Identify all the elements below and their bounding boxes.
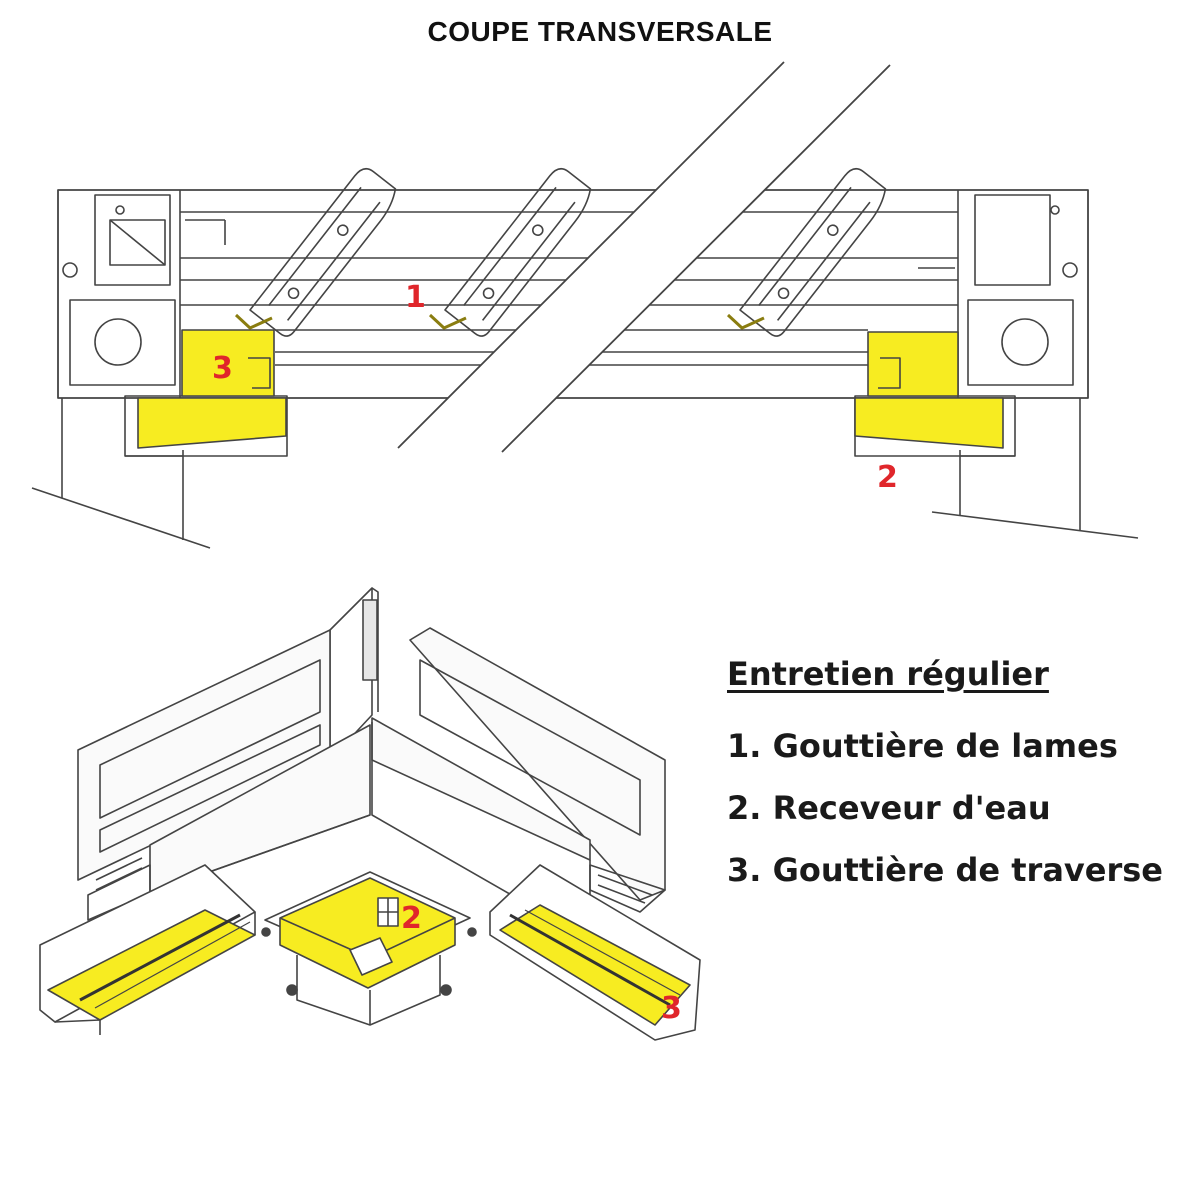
legend-item: 3. Gouttière de traverse [727, 851, 1163, 889]
legend-heading: Entretien régulier [727, 655, 1049, 693]
legend-item: 2. Receveur d'eau [727, 789, 1051, 827]
callout-2-top: 2 [877, 460, 898, 495]
callout-2-bottom: 2 [401, 901, 422, 936]
legend-list: 1. Gouttière de lames 2. Receveur d'eau … [727, 725, 1177, 891]
maintenance-legend: Entretien régulier 1. Gouttière de lames… [727, 655, 1177, 911]
callout-3-top: 3 [212, 351, 233, 386]
diagram-title: COUPE TRANSVERSALE [427, 16, 773, 47]
callout-3-bottom: 3 [661, 991, 682, 1026]
legend-item: 1. Gouttière de lames [727, 727, 1118, 765]
callout-1-top: 1 [405, 280, 426, 315]
